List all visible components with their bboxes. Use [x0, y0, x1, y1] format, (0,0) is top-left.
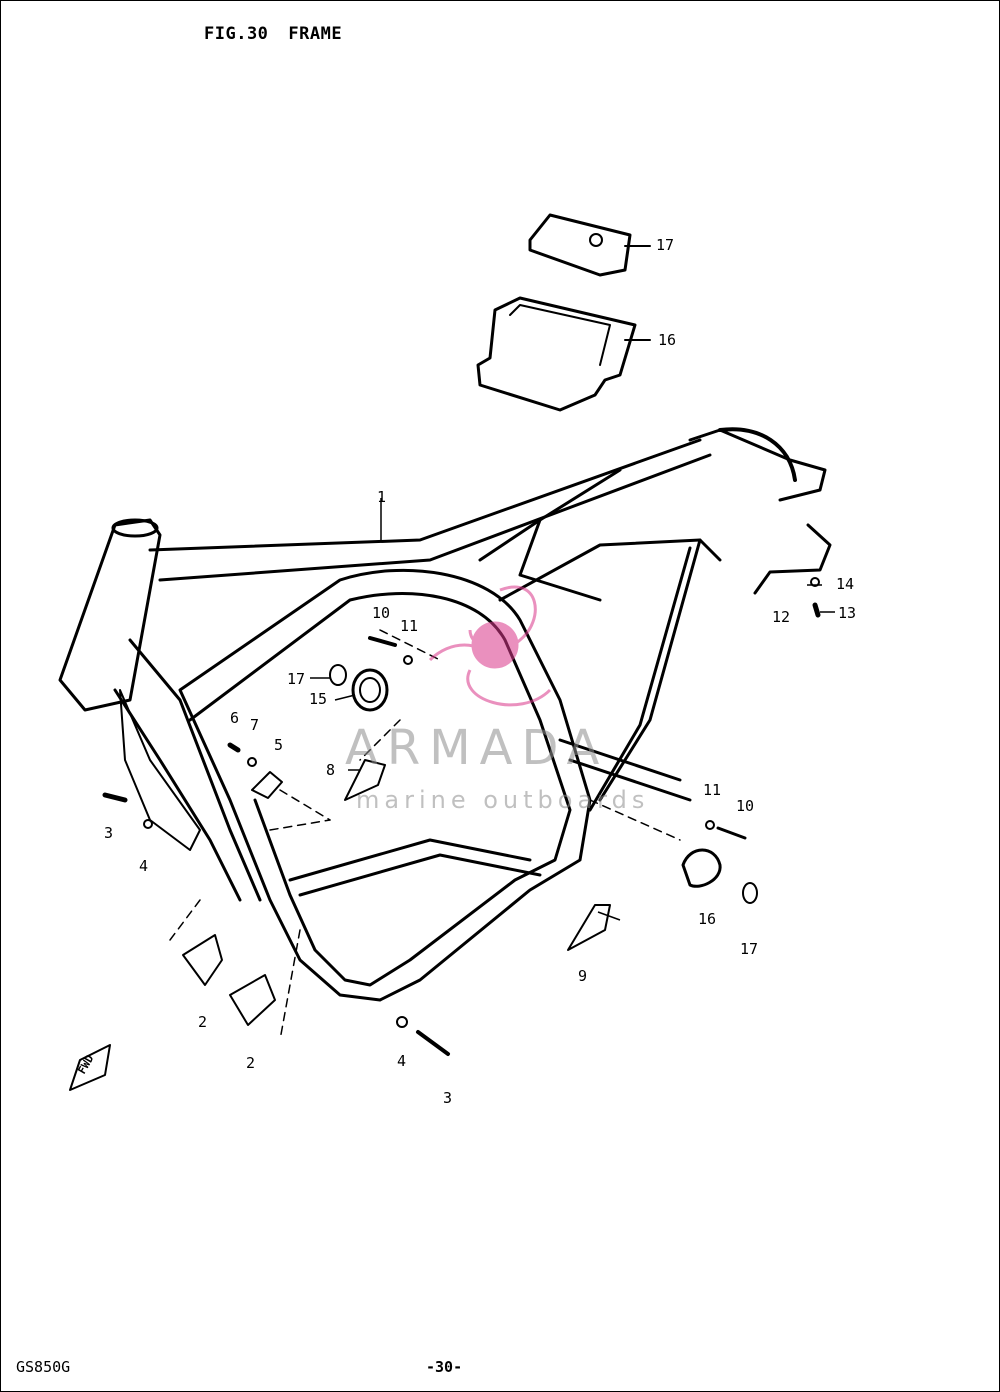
steering-head: [58, 518, 162, 712]
label-3-left: 3: [104, 824, 114, 842]
part-15-grommet: [351, 668, 389, 712]
label-17-top: 17: [656, 236, 675, 254]
label-5: 5: [274, 736, 284, 754]
label-17-left: 17: [287, 670, 306, 688]
label-12: 12: [772, 608, 791, 626]
watermark-brand: ARMADA: [345, 720, 609, 776]
figure-number: FIG.30: [204, 24, 269, 44]
part-17-side-cover: [528, 213, 632, 277]
label-1: 1: [377, 488, 387, 506]
label-11-right: 11: [703, 781, 722, 799]
label-6: 6: [230, 709, 240, 727]
top-tube: [148, 438, 702, 552]
figure-title: FRAME: [288, 24, 343, 44]
label-7: 7: [250, 716, 260, 734]
label-10-right: 10: [736, 797, 755, 815]
part-16-grommet-right: [681, 848, 722, 888]
part-2-plate-a: [182, 934, 223, 986]
label-9: 9: [578, 967, 588, 985]
label-13: 13: [838, 604, 857, 622]
label-14: 14: [836, 575, 855, 593]
label-4-bottom: 4: [397, 1052, 407, 1070]
part-9-plate: [567, 904, 611, 951]
label-17-right: 17: [740, 940, 759, 958]
label-16-top: 16: [658, 331, 677, 349]
label-4-left: 4: [139, 857, 149, 875]
label-2-b: 2: [246, 1054, 256, 1072]
part-8-plate: [344, 759, 386, 801]
part-5-plate: [251, 771, 283, 799]
footer-model: GS850G: [16, 1358, 71, 1376]
label-11-left: 11: [400, 617, 419, 635]
label-10-left: 10: [372, 604, 391, 622]
part-12-bracket: [753, 523, 832, 595]
fwd-arrow: [69, 1044, 111, 1091]
part-2-plate-b: [229, 974, 276, 1026]
down-tube: [128, 638, 262, 902]
main-loop: [178, 568, 592, 1002]
watermark-tagline: marine outboards: [356, 786, 650, 814]
label-2-a: 2: [198, 1013, 208, 1031]
label-8: 8: [326, 761, 336, 779]
label-3-bottom: 3: [443, 1089, 453, 1107]
figure-heading: FIG.30 FRAME: [204, 24, 362, 44]
label-15: 15: [309, 690, 328, 708]
footer-page-number: -30-: [426, 1358, 463, 1376]
watermark-logo: [428, 585, 552, 707]
label-16-right: 16: [698, 910, 717, 928]
part-16-tray: [476, 296, 637, 412]
